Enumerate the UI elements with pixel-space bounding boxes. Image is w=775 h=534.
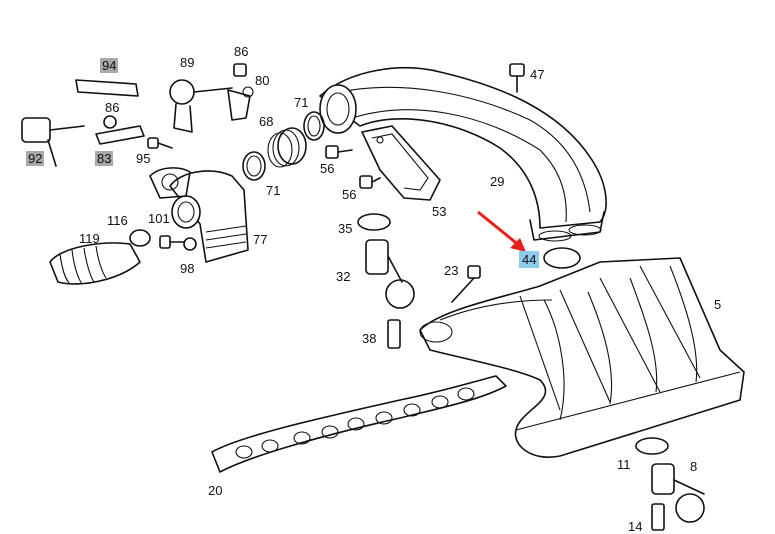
linkage-80 xyxy=(227,86,254,121)
label-part-71b[interactable]: 71 xyxy=(266,183,281,198)
nut-86a xyxy=(233,63,247,77)
screw-95 xyxy=(147,137,173,149)
bolt-23 xyxy=(451,265,481,303)
label-part-32[interactable]: 32 xyxy=(336,269,351,284)
label-part-35[interactable]: 35 xyxy=(338,221,353,236)
linkage-83 xyxy=(95,125,145,145)
label-part-44-selected[interactable]: 44 xyxy=(519,251,540,268)
label-part-5[interactable]: 5 xyxy=(714,297,722,312)
label-part-71a[interactable]: 71 xyxy=(294,95,309,110)
label-part-119[interactable]: 119 xyxy=(79,231,100,246)
label-part-47[interactable]: 47 xyxy=(530,67,545,82)
label-part-56a[interactable]: 56 xyxy=(320,161,335,176)
label-part-98[interactable]: 98 xyxy=(180,261,195,276)
label-part-86b[interactable]: 86 xyxy=(105,100,120,115)
bolt-56a xyxy=(325,145,353,159)
label-part-94[interactable]: 94 xyxy=(100,58,119,73)
label-part-89[interactable]: 89 xyxy=(180,55,195,70)
throttle-housing-77 xyxy=(149,167,249,263)
label-part-38[interactable]: 38 xyxy=(362,331,377,346)
valve-8 xyxy=(651,463,705,523)
label-part-80[interactable]: 80 xyxy=(255,73,270,88)
pointer-arrow xyxy=(477,210,526,252)
gasket-20 xyxy=(211,375,507,473)
label-part-20[interactable]: 20 xyxy=(208,483,223,498)
actuator-92 xyxy=(21,117,85,167)
bolt-56b xyxy=(359,175,381,189)
bracket-53 xyxy=(361,125,441,201)
label-part-29[interactable]: 29 xyxy=(490,174,505,189)
label-part-83[interactable]: 83 xyxy=(95,151,114,166)
hose-68 xyxy=(267,127,307,168)
label-part-92[interactable]: 92 xyxy=(26,151,45,166)
label-part-8[interactable]: 8 xyxy=(690,459,698,474)
valve-32 xyxy=(365,239,415,309)
seal-ring-11 xyxy=(635,437,669,455)
label-part-77[interactable]: 77 xyxy=(253,232,268,247)
seal-ring-35 xyxy=(357,213,391,231)
bolt-47 xyxy=(509,63,525,93)
label-part-11[interactable]: 11 xyxy=(617,457,631,472)
lever-94 xyxy=(75,79,139,97)
label-part-68[interactable]: 68 xyxy=(259,114,274,129)
screw-101 xyxy=(159,235,187,249)
nut-86b xyxy=(103,115,117,129)
seal-ring-71b xyxy=(242,151,266,181)
label-part-101[interactable]: 101 xyxy=(148,211,170,226)
label-part-86a[interactable]: 86 xyxy=(234,44,249,59)
label-part-53[interactable]: 53 xyxy=(432,204,447,219)
label-part-56b[interactable]: 56 xyxy=(342,187,357,202)
actuator-89 xyxy=(169,79,233,133)
seal-ring-44[interactable] xyxy=(543,247,581,269)
hose-clamp-116 xyxy=(129,229,151,247)
intake-manifold-5 xyxy=(419,257,745,458)
label-part-23[interactable]: 23 xyxy=(444,263,459,278)
seal-ring-71a xyxy=(303,111,325,141)
label-part-14[interactable]: 14 xyxy=(628,519,643,534)
intake-pipe-29 xyxy=(319,67,607,242)
air-hose-119 xyxy=(49,242,141,285)
plug-14 xyxy=(651,503,665,531)
label-part-116[interactable]: 116 xyxy=(107,213,128,228)
nut-98 xyxy=(183,237,197,251)
label-part-95[interactable]: 95 xyxy=(136,151,151,166)
plug-38 xyxy=(387,319,401,349)
